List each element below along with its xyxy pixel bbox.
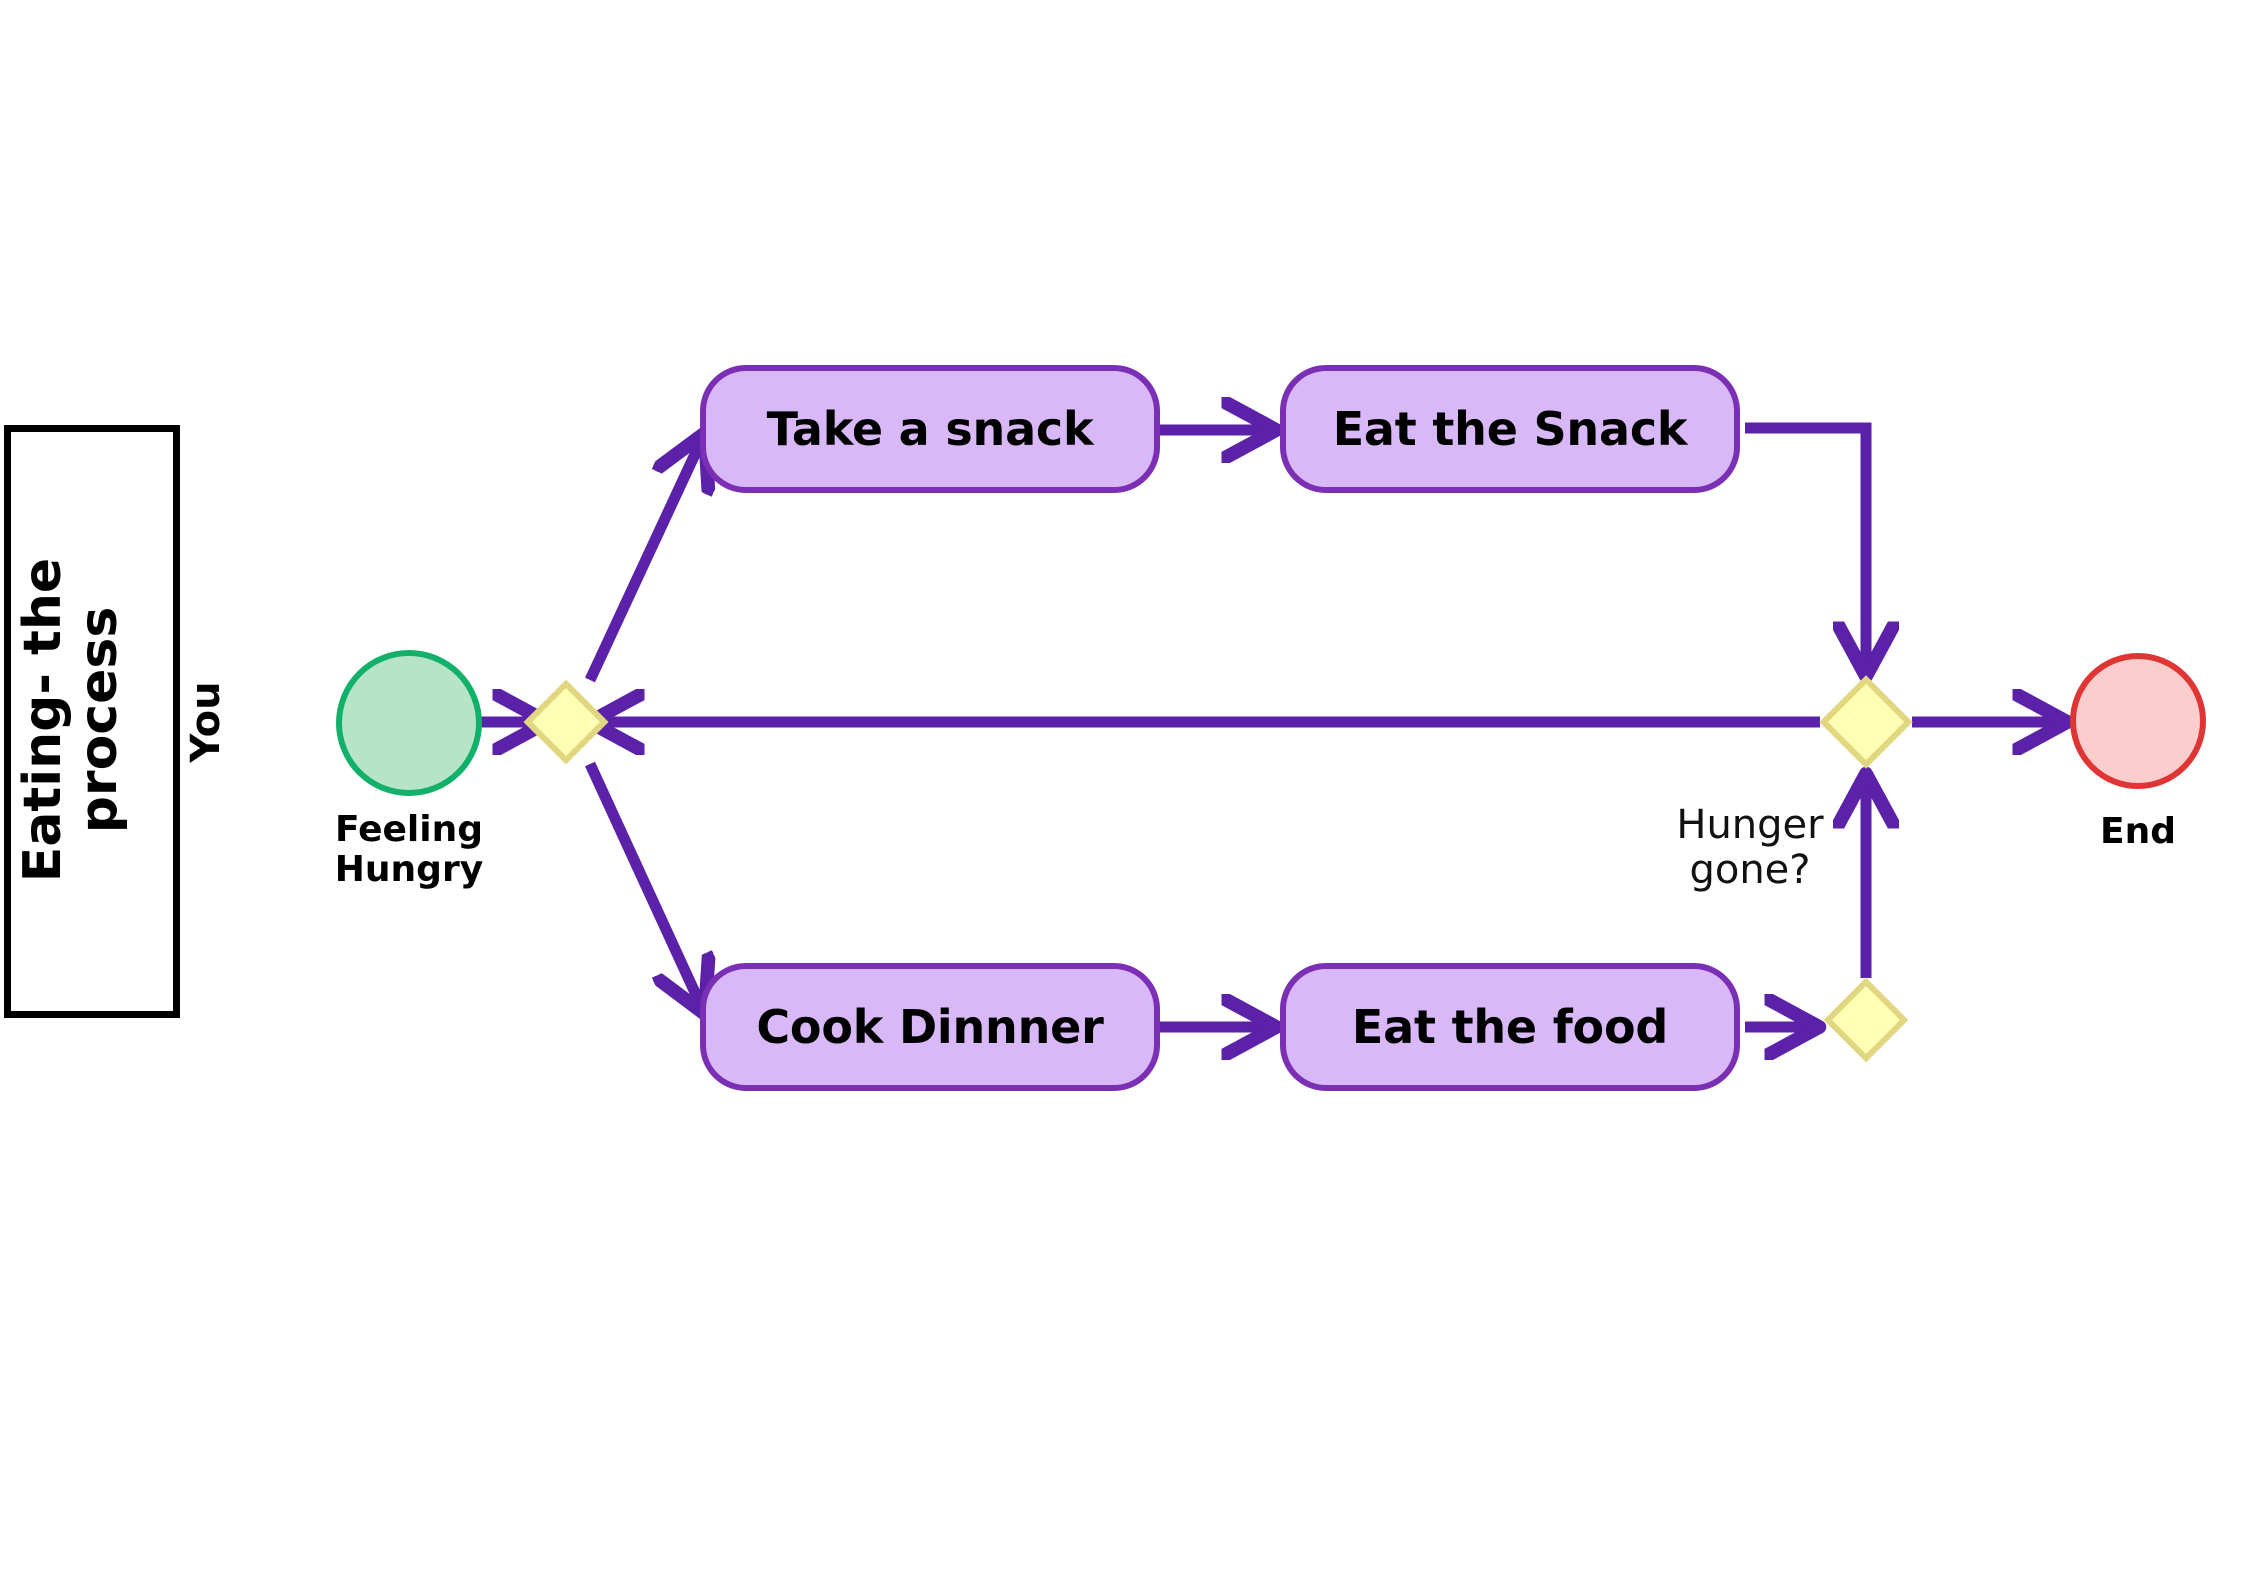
end-event[interactable]	[2070, 653, 2206, 789]
diagram-title: Eating- the process	[13, 557, 130, 883]
task-take-a-snack-label: Take a snack	[766, 402, 1094, 456]
lane-header-box	[4, 425, 180, 1018]
exclusive-gateway-merge[interactable]	[1819, 675, 1913, 769]
task-eat-the-food[interactable]: Eat the food	[1280, 963, 1740, 1091]
task-eat-the-snack[interactable]: Eat the Snack	[1280, 365, 1740, 493]
lane-actor-label: You	[183, 681, 229, 763]
edge-split-to-cook-dinner	[585, 761, 703, 1010]
start-event-feeling-hungry[interactable]	[336, 650, 482, 796]
task-cook-dinner-label: Cook Dinnner	[756, 1000, 1104, 1054]
task-cook-dinner[interactable]: Cook Dinnner	[700, 963, 1160, 1091]
edge-split-to-take-snack	[585, 437, 703, 683]
end-event-label: End	[2100, 811, 2176, 852]
edge-eat-snack-to-merge	[1745, 422, 1866, 672]
edge-label-hunger-gone: Hunger gone?	[1676, 802, 1824, 893]
task-eat-the-snack-label: Eat the Snack	[1332, 402, 1688, 456]
start-event-label: Feeling Hungry	[334, 809, 484, 891]
exclusive-gateway-split[interactable]	[523, 679, 609, 765]
task-take-a-snack[interactable]: Take a snack	[700, 365, 1160, 493]
exclusive-gateway-join[interactable]	[1823, 977, 1909, 1063]
task-eat-the-food-label: Eat the food	[1351, 1000, 1669, 1054]
